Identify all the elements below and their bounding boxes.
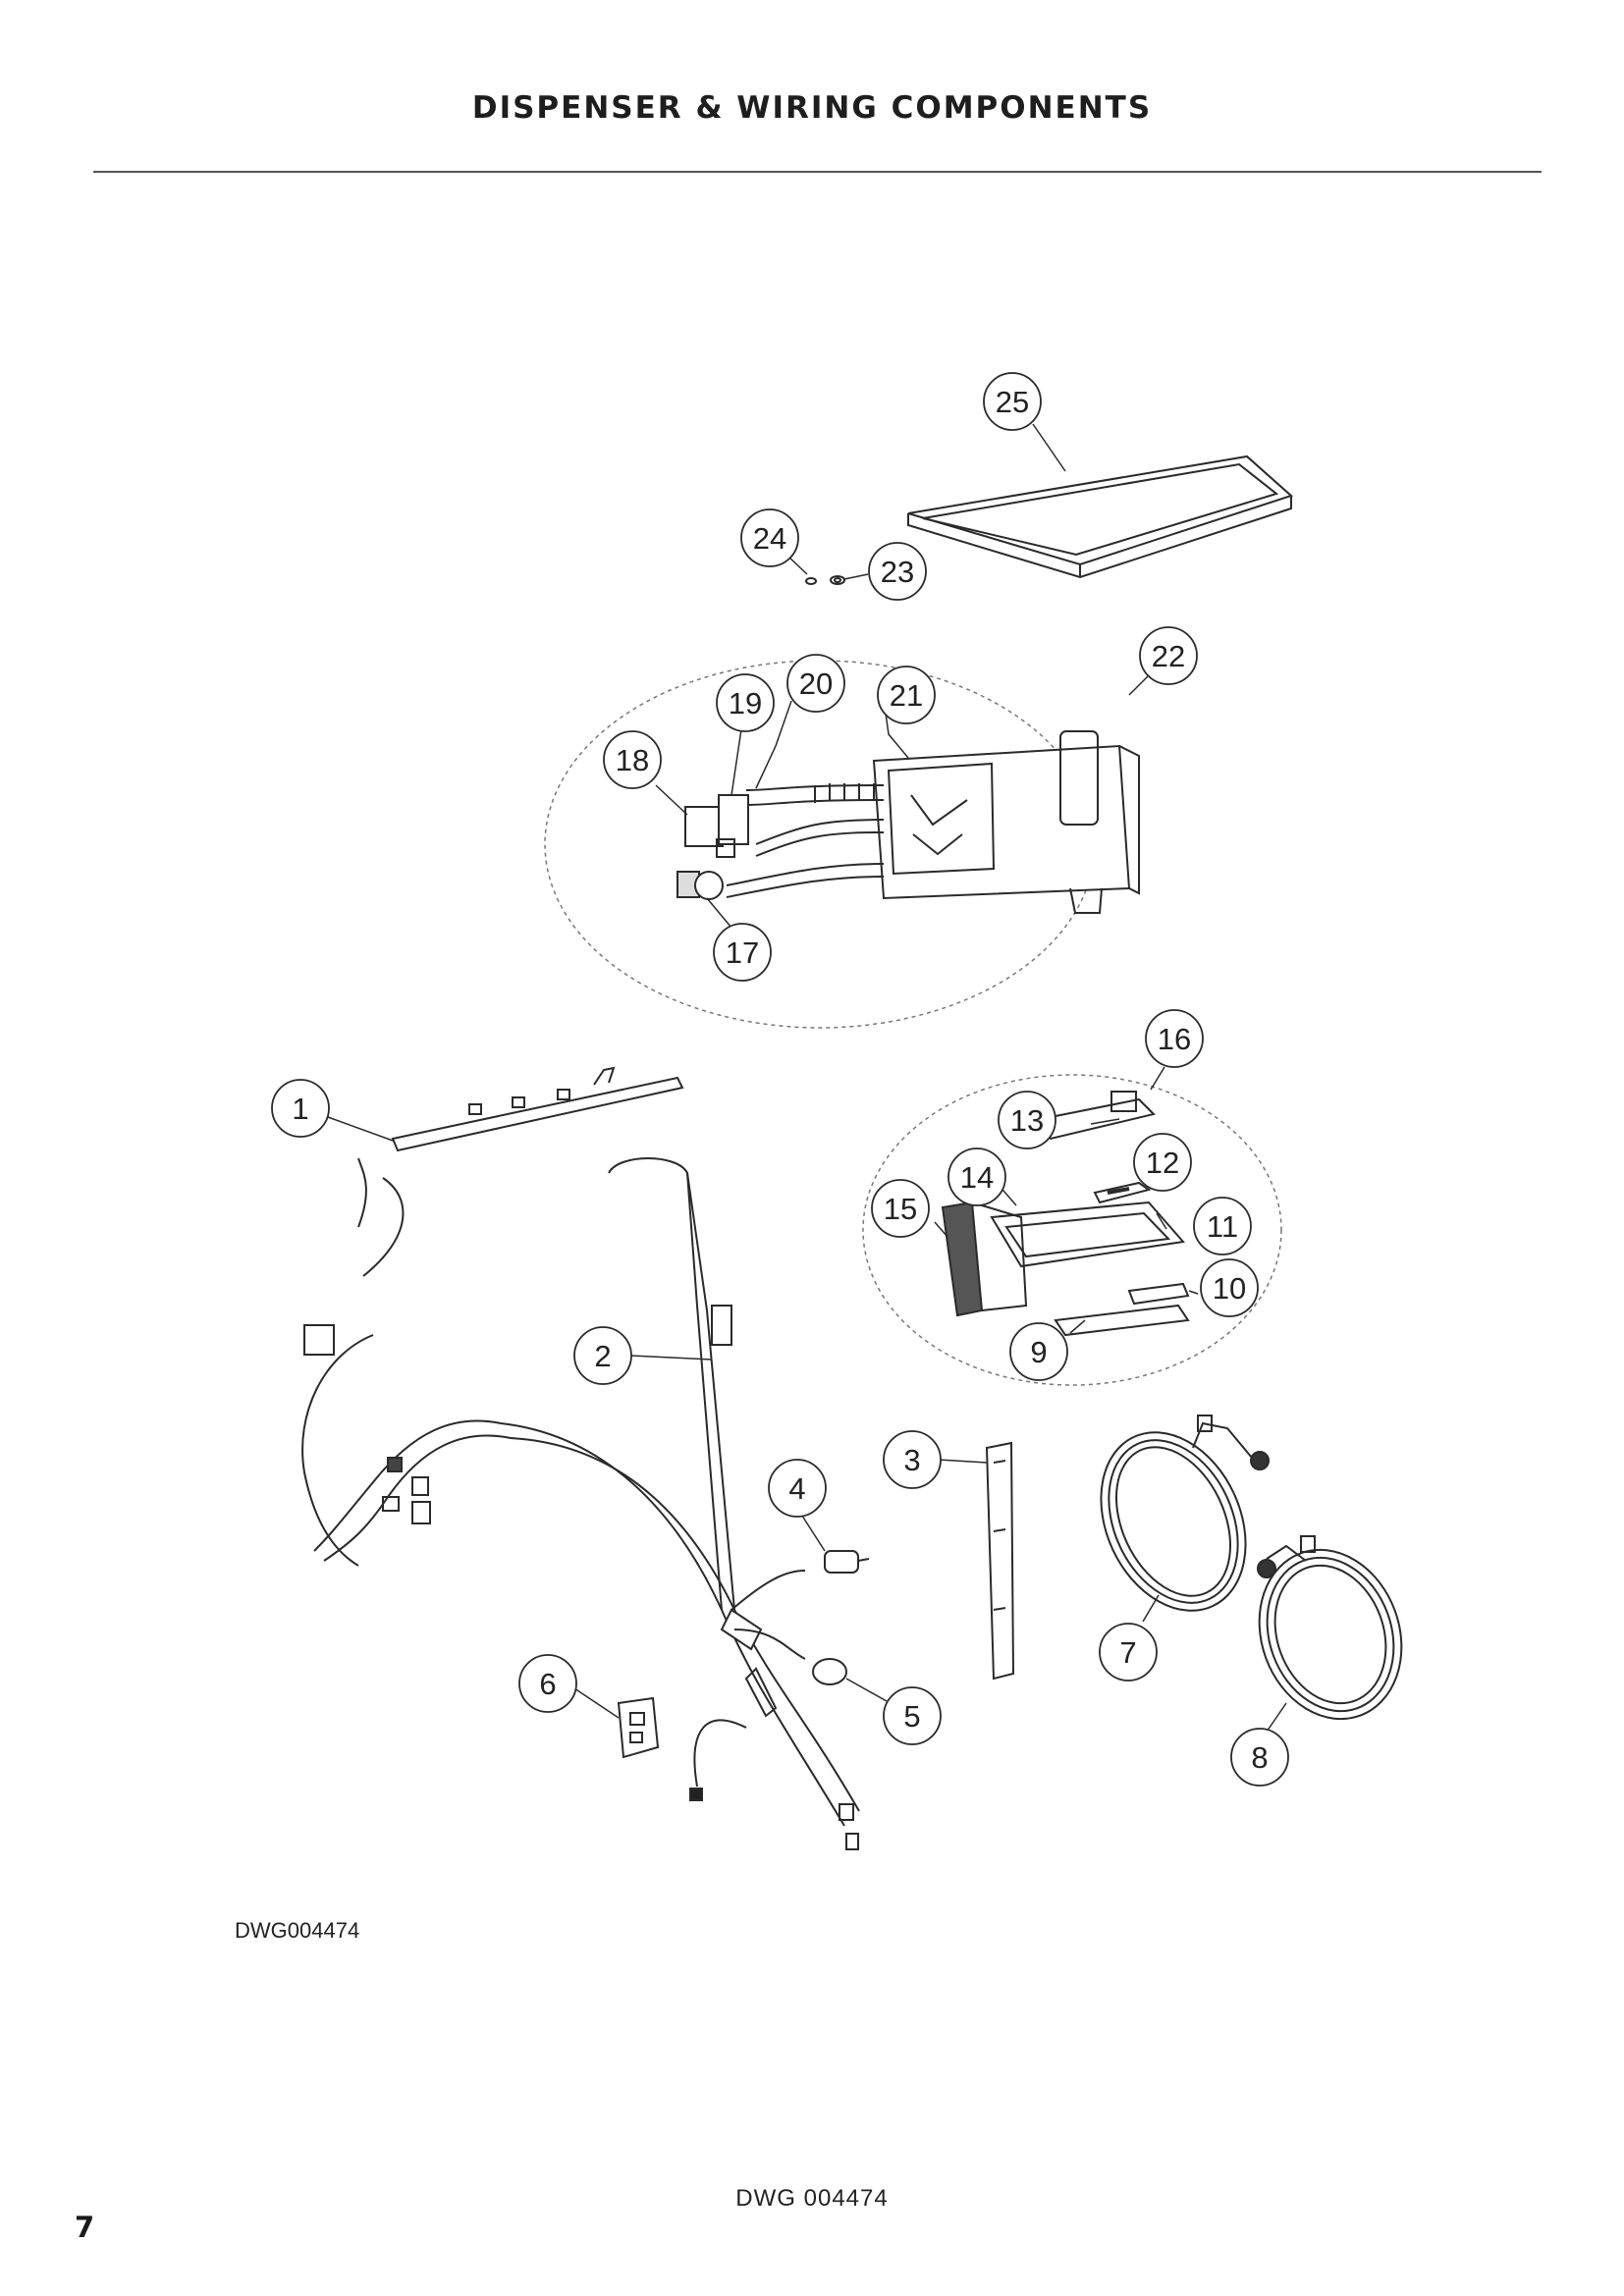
drawing-code: DWG004474 — [235, 1918, 360, 1943]
callout-10: 10 — [1200, 1258, 1259, 1317]
callout-8-label: 8 — [1251, 1740, 1268, 1775]
page-number: 7 — [75, 2211, 95, 2244]
callout-9-label: 9 — [1030, 1335, 1047, 1369]
callout-18: 18 — [603, 730, 662, 789]
callout-3: 3 — [883, 1430, 942, 1489]
callout-9: 9 — [1009, 1322, 1068, 1381]
callout-12: 12 — [1133, 1133, 1192, 1192]
callout-20: 20 — [786, 654, 845, 713]
callout-21: 21 — [877, 666, 936, 724]
callout-14-label: 14 — [960, 1160, 994, 1195]
callout-10-label: 10 — [1213, 1271, 1246, 1306]
callout-18-label: 18 — [616, 743, 649, 777]
callout-6-label: 6 — [539, 1667, 556, 1701]
callout-8: 8 — [1230, 1728, 1289, 1787]
callout-24: 24 — [740, 508, 799, 567]
callout-19: 19 — [716, 673, 775, 732]
callout-21-label: 21 — [890, 678, 923, 713]
part-22-dispenser — [872, 730, 1140, 914]
callout-16: 16 — [1145, 1009, 1204, 1068]
callout-1: 1 — [271, 1079, 330, 1138]
callout-7: 7 — [1099, 1623, 1158, 1682]
part-9-15-drawer — [941, 1091, 1190, 1337]
part-3-rail — [985, 1441, 1015, 1681]
callout-2: 2 — [573, 1326, 632, 1385]
callout-2-label: 2 — [594, 1339, 611, 1373]
callout-17: 17 — [713, 923, 772, 982]
part-6 — [617, 1696, 660, 1759]
callout-6: 6 — [518, 1654, 577, 1713]
callout-14: 14 — [947, 1148, 1006, 1206]
callout-20-label: 20 — [799, 667, 833, 701]
callout-19-label: 19 — [729, 686, 762, 721]
callout-7-label: 7 — [1119, 1635, 1136, 1670]
callout-15: 15 — [871, 1179, 930, 1238]
page-title: DISPENSER & WIRING COMPONENTS — [471, 90, 1153, 126]
callout-13-label: 13 — [1010, 1103, 1044, 1138]
callout-16-label: 16 — [1158, 1022, 1191, 1056]
callout-5: 5 — [883, 1686, 942, 1745]
callout-13: 13 — [998, 1091, 1056, 1149]
callout-4: 4 — [768, 1459, 827, 1518]
callout-24-label: 24 — [753, 521, 786, 556]
callout-bubbles: 1 2 3 4 5 6 7 8 9 10 11 12 13 14 15 16 1… — [271, 372, 1289, 1787]
callout-5-label: 5 — [903, 1699, 920, 1734]
part-1-harness — [391, 1066, 684, 1152]
callout-25-label: 25 — [996, 385, 1029, 419]
footer-drawing-number: DWG 004474 — [735, 2185, 889, 2212]
callout-4-label: 4 — [788, 1471, 805, 1506]
part-5 — [812, 1658, 847, 1685]
callout-22-label: 22 — [1152, 639, 1185, 673]
part-2-harness — [301, 1157, 860, 1850]
callout-11-label: 11 — [1207, 1209, 1238, 1244]
callout-15-label: 15 — [884, 1192, 917, 1226]
part-7-hose — [1100, 1415, 1270, 1612]
callout-22: 22 — [1139, 626, 1198, 685]
callout-3-label: 3 — [903, 1443, 920, 1477]
callout-17-label: 17 — [726, 935, 759, 970]
part-4 — [824, 1550, 870, 1574]
callout-1-label: 1 — [292, 1092, 308, 1126]
part-25-cover — [907, 454, 1293, 579]
title-divider — [93, 171, 1542, 173]
leader-lines — [327, 423, 1287, 1741]
callout-23: 23 — [868, 542, 927, 601]
callout-23-label: 23 — [881, 555, 914, 589]
part-8-hose — [1257, 1535, 1403, 1721]
callout-25: 25 — [983, 372, 1042, 431]
part-20-21-hoses — [726, 783, 885, 898]
part-17-18-19-valves — [677, 794, 749, 900]
callout-11: 11 — [1193, 1197, 1252, 1255]
callout-12-label: 12 — [1146, 1146, 1179, 1180]
